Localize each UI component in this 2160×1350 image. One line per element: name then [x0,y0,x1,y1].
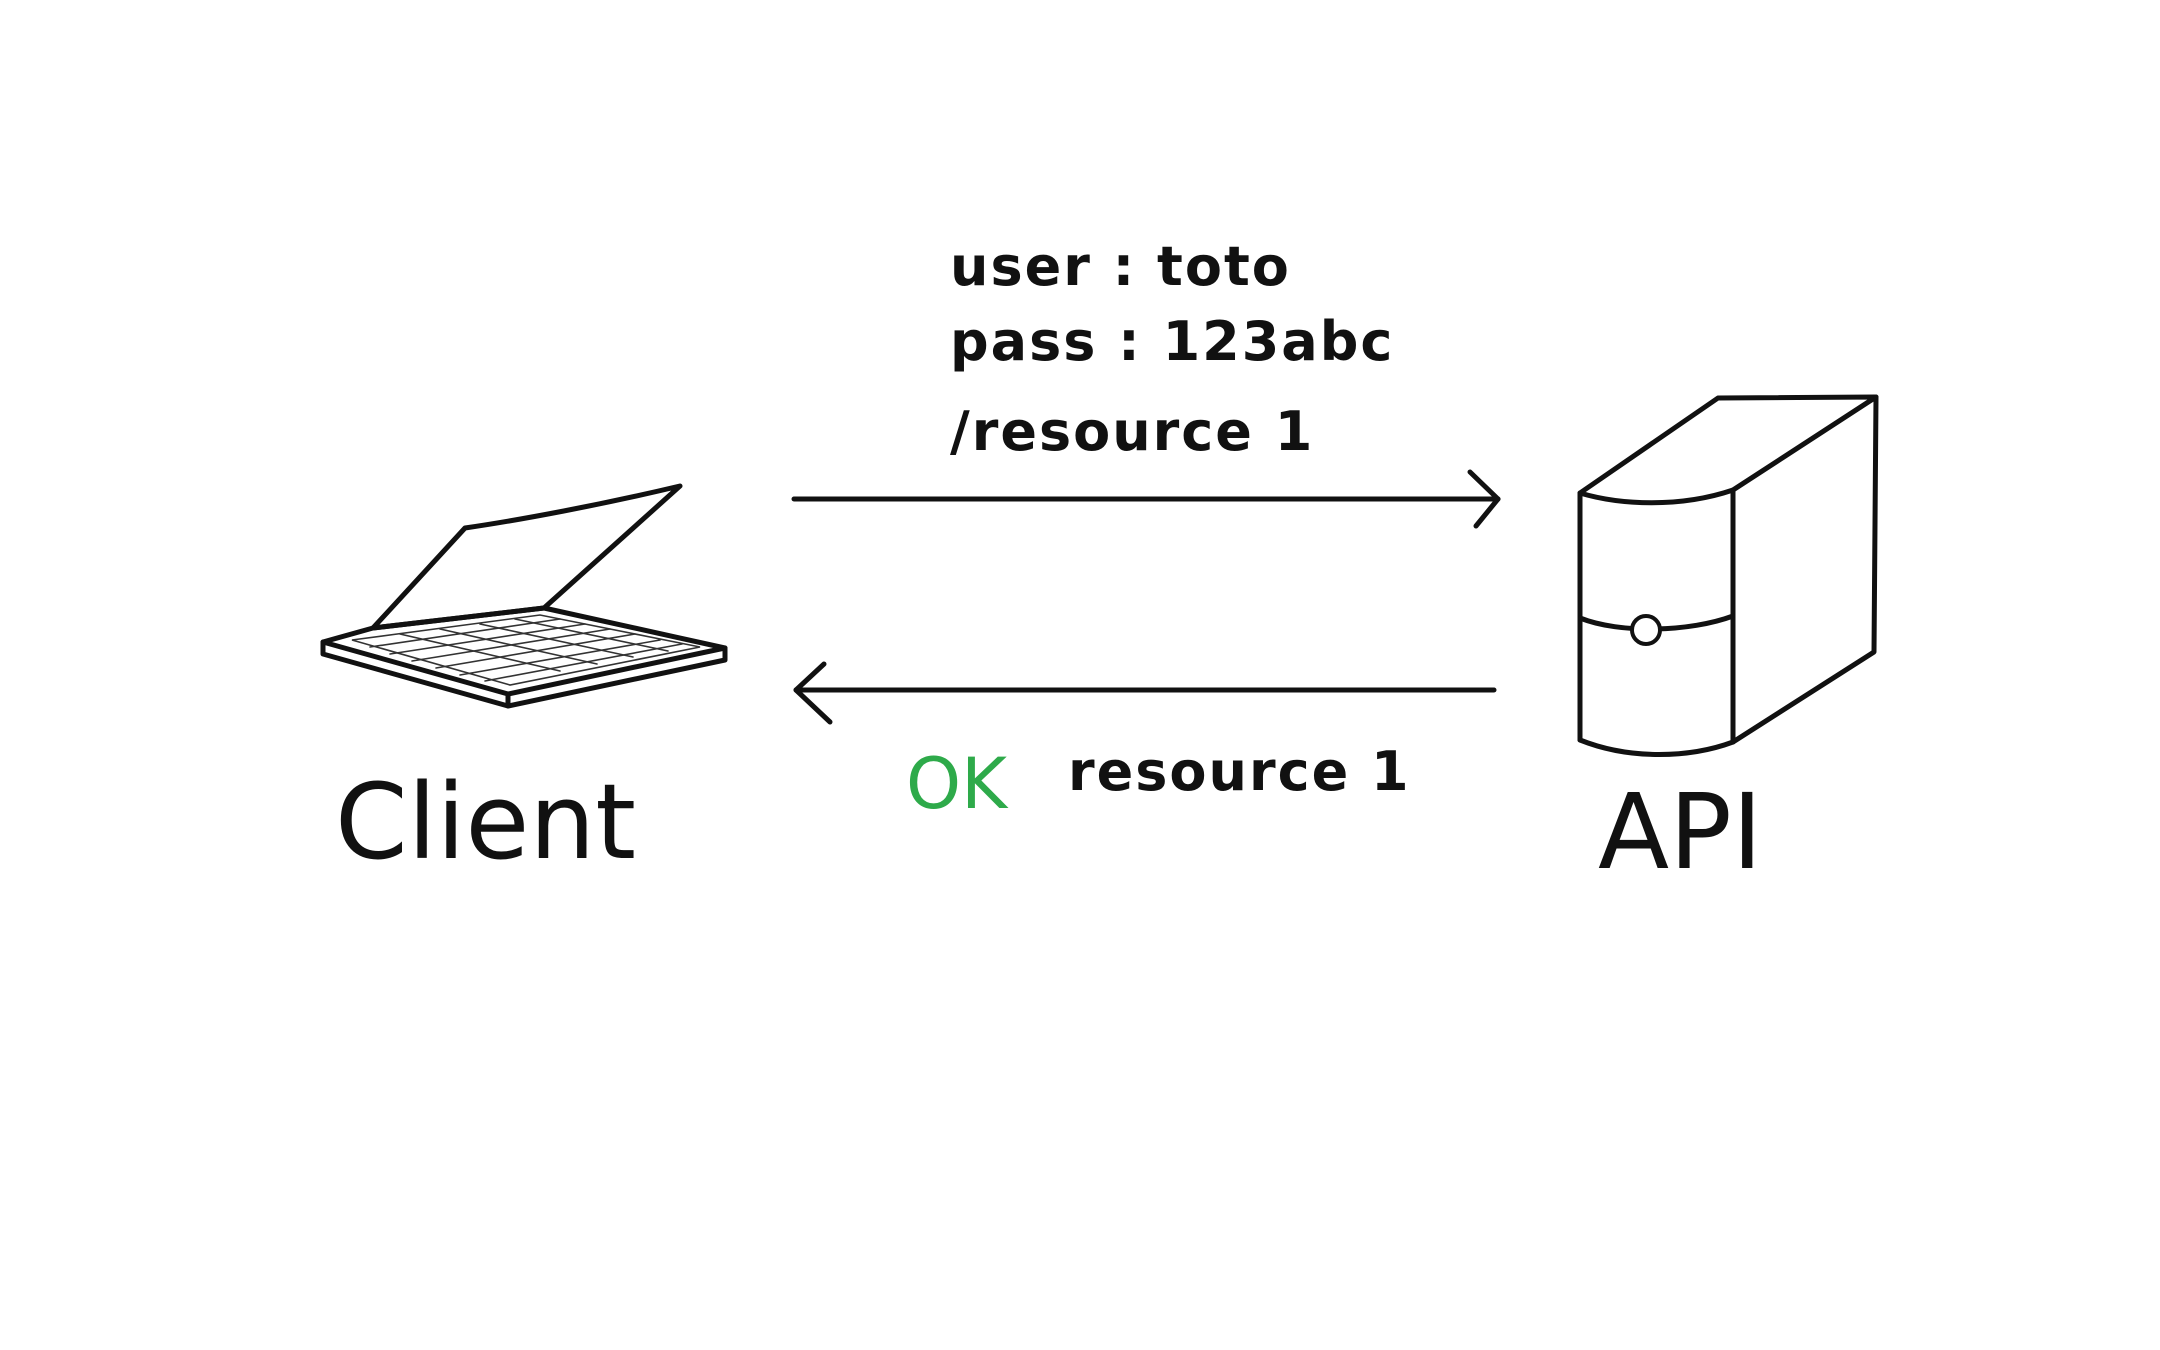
request-payload: user : toto pass : 123abc /resource 1 [950,235,1394,463]
server-tower-icon [1577,394,1879,757]
response-status-ok: OK [906,743,1009,825]
keyboard-grid [351,614,701,686]
response-arrow [793,661,1497,725]
api-label: API [1598,771,1763,893]
response-body: resource 1 [1068,740,1411,803]
request-line-user: user : toto [950,235,1291,298]
request-line-resource: /resource 1 [950,400,1314,463]
client-label: Client [335,761,636,883]
response-payload: OK resource 1 [906,740,1411,825]
laptop-icon [320,483,728,709]
request-line-pass: pass : 123abc [950,310,1394,373]
request-arrow [791,469,1501,529]
power-button [1630,614,1662,646]
